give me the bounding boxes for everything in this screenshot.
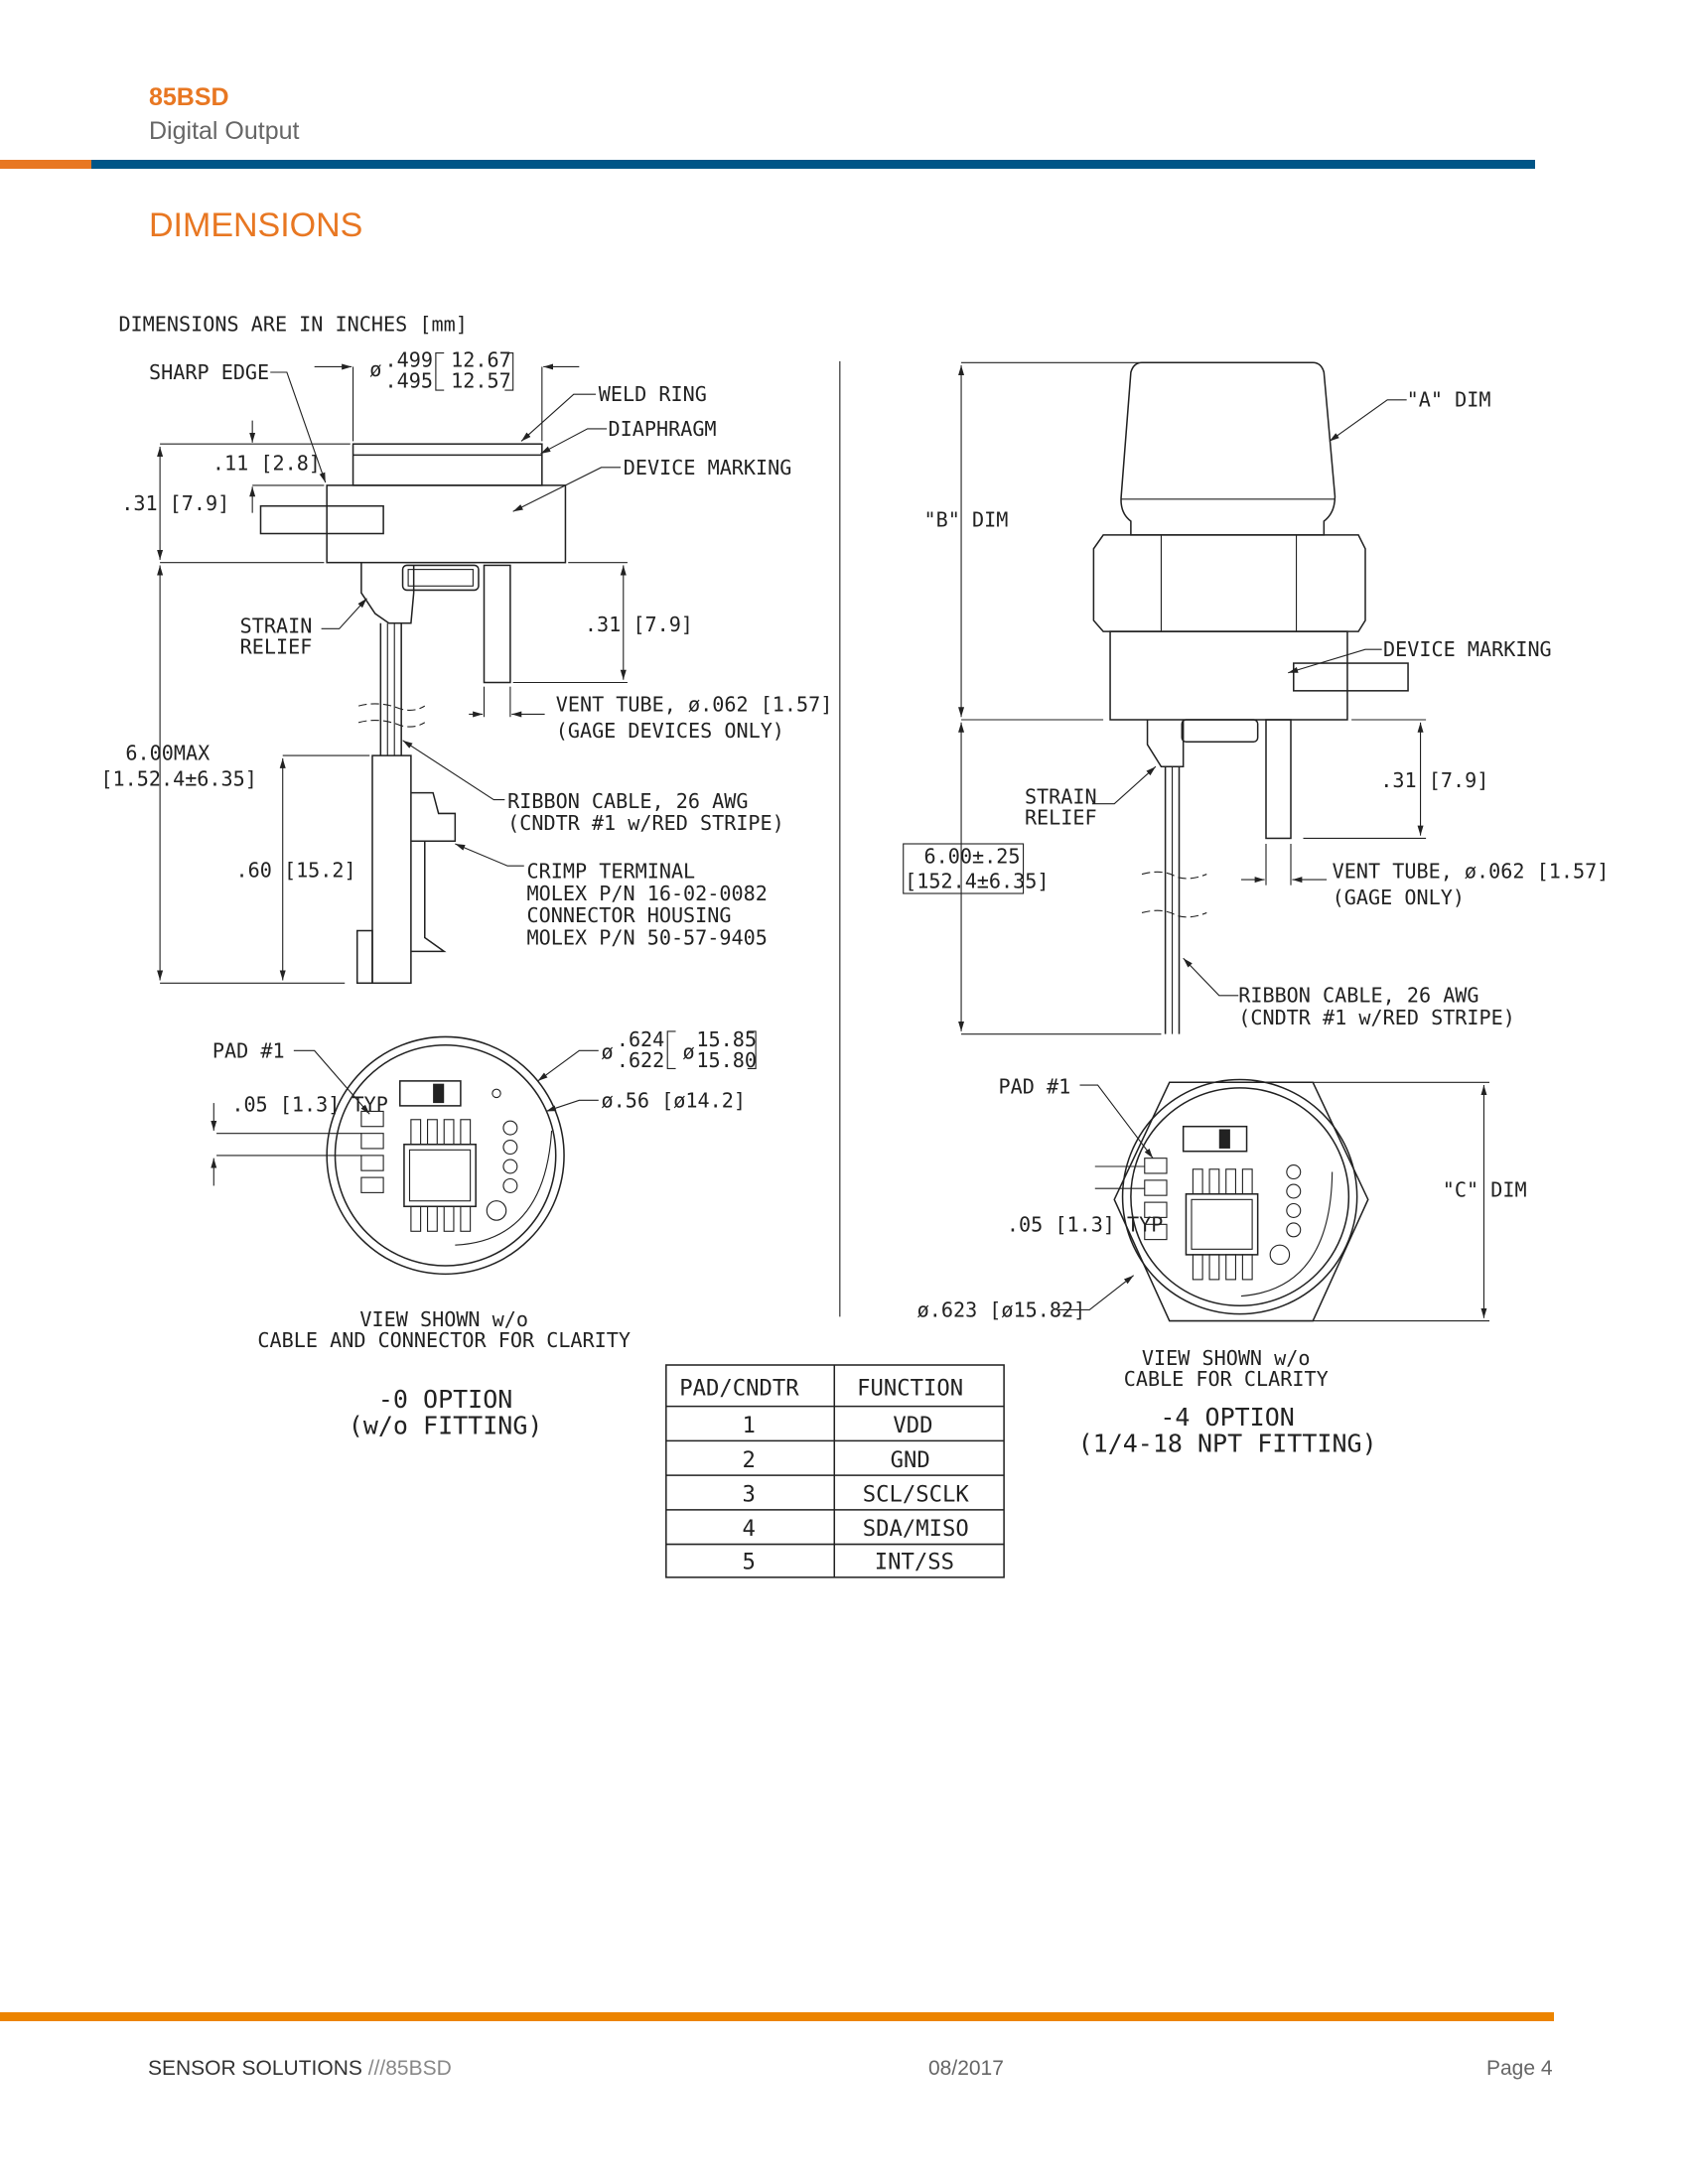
label-strain-relief-2: RELIEF [240, 634, 313, 658]
label-a-dim: "A" DIM [1407, 388, 1491, 412]
label-b-dim: "B" DIM [924, 508, 1009, 532]
dim-031-4: .31 [7.9] [1380, 768, 1488, 792]
dia-symbol: ø [369, 357, 381, 381]
dia-in-max: .499 [385, 347, 433, 371]
pad-number: 5 [742, 1550, 755, 1575]
table-header-function: FUNCTION [857, 1376, 963, 1402]
view-note-2: CABLE AND CONNECTOR FOR CLARITY [257, 1328, 631, 1352]
view-note-4: VIEW SHOWN w/o [1142, 1346, 1311, 1370]
footer-doc-ref: ///85BSD [367, 2057, 452, 2080]
option0-side-view [157, 363, 628, 985]
label-device-marking-4: DEVICE MARKING [1383, 637, 1552, 661]
option4-title: -4 OPTION [1160, 1403, 1294, 1432]
od-dia-symbol: ø [602, 1040, 614, 1064]
pad-function: VDD [893, 1413, 932, 1438]
pad-function: GND [891, 1447, 930, 1473]
table-row: 4 SDA/MISO [742, 1516, 968, 1542]
label-ribbon-4: RIBBON CABLE, 26 AWG [1238, 984, 1478, 1008]
label-c-dim: "C" DIM [1443, 1178, 1527, 1202]
dim-length-4-mm: [152.4±6.35] [905, 869, 1049, 892]
dia-mm-max: 12.67 [451, 347, 511, 371]
footer-date: 08/2017 [928, 2057, 1004, 2080]
od-mm-dia-symbol: ø [683, 1040, 695, 1064]
pad-number: 3 [742, 1482, 755, 1508]
label-ribbon-4b: (CNDTR #1 w/RED STRIPE) [1238, 1006, 1515, 1029]
od-in-min: .622 [617, 1048, 664, 1072]
dim-031-tube: .31 [7.9] [585, 613, 693, 636]
label-vent-tube-4b: (GAGE ONLY) [1333, 886, 1465, 909]
label-pad1-4: PAD #1 [999, 1074, 1071, 1098]
footer-bar [0, 2012, 1554, 2021]
pad-number: 2 [742, 1447, 755, 1473]
view-note-4b: CABLE FOR CLARITY [1124, 1367, 1329, 1391]
footer-company-name: SENSOR SOLUTIONS [148, 2057, 362, 2080]
label-diaphragm: DIAPHRAGM [609, 417, 717, 441]
dim-length-4: 6.00±.25 [924, 844, 1021, 868]
dim-pcb-dia: ø.56 [ø14.2] [602, 1088, 746, 1112]
label-crimp-4: MOLEX P/N 50-57-9405 [527, 925, 768, 949]
dim-011: .11 [2.8] [212, 452, 321, 476]
option0-subtitle: (w/o FITTING) [349, 1411, 543, 1439]
label-sharp-edge: SHARP EDGE [149, 360, 269, 384]
footer-company: SENSOR SOLUTIONS ///85BSD [148, 2057, 452, 2081]
label-vent-tube-4: VENT TUBE, ø.062 [1.57] [1333, 860, 1610, 884]
pad-number: 4 [742, 1516, 755, 1542]
pad-function: SCL/SCLK [863, 1482, 970, 1508]
table-row: 1 VDD [742, 1413, 932, 1438]
label-crimp-3: CONNECTOR HOUSING [527, 903, 732, 927]
option4-bottom-view [1057, 1078, 1489, 1322]
od-mm-min: 15.80 [696, 1048, 757, 1072]
label-ribbon-cable: RIBBON CABLE, 26 AWG [507, 789, 748, 813]
dim-od-4: ø.623 [ø15.82] [917, 1297, 1086, 1321]
units-note: DIMENSIONS ARE IN INCHES [mm] [118, 312, 467, 336]
option0-title: -0 OPTION [378, 1385, 512, 1414]
label-vent-tube: VENT TUBE, ø.062 [1.57] [556, 693, 833, 717]
product-model: 85BSD [149, 83, 229, 111]
product-subtitle: Digital Output [149, 117, 300, 145]
pad-function: SDA/MISO [863, 1516, 969, 1542]
dim-pad-pitch: .05 [1.3] TYP [231, 1092, 388, 1116]
header-bar-orange [0, 160, 91, 169]
dim-length: 6.00MAX [125, 741, 210, 764]
dia-mm-min: 12.57 [451, 368, 511, 392]
option4-side-view [903, 361, 1427, 1035]
label-device-marking: DEVICE MARKING [624, 456, 792, 479]
od-in-max: .624 [617, 1027, 664, 1051]
table-row: 2 GND [742, 1447, 929, 1473]
footer-page: Page 4 [1486, 2057, 1553, 2080]
label-pad1: PAD #1 [212, 1038, 285, 1062]
pad-number: 1 [742, 1413, 755, 1438]
od-mm-max: 15.85 [696, 1027, 757, 1051]
section-title: DIMENSIONS [149, 206, 363, 244]
label-strain-relief-4b: RELIEF [1025, 806, 1097, 830]
dim-031: .31 [7.9] [121, 491, 229, 515]
table-header-pad: PAD/CNDTR [679, 1376, 799, 1402]
label-crimp-2: MOLEX P/N 16-02-0082 [527, 882, 768, 905]
option4-subtitle: (1/4-18 NPT FITTING) [1078, 1430, 1377, 1458]
table-row: 3 SCL/SCLK [742, 1482, 969, 1508]
label-strain-relief: STRAIN [240, 614, 313, 638]
pad-function: INT/SS [875, 1550, 954, 1575]
dia-in-min: .495 [385, 368, 433, 392]
view-note: VIEW SHOWN w/o [359, 1307, 528, 1331]
table-row: 5 INT/SS [742, 1550, 953, 1575]
label-ribbon-cable-2: (CNDTR #1 w/RED STRIPE) [507, 811, 784, 835]
header-bar-blue [91, 160, 1535, 169]
dim-length-mm: [1.52.4±6.35] [100, 767, 257, 791]
dim-060: .60 [15.2] [236, 858, 356, 882]
option0-bottom-view [211, 1035, 599, 1276]
label-strain-relief-4: STRAIN [1025, 785, 1097, 809]
dim-pad-pitch-4: .05 [1.3] TYP [1007, 1212, 1164, 1236]
label-crimp: CRIMP TERMINAL [527, 860, 696, 884]
label-weld-ring: WELD RING [599, 382, 707, 406]
label-vent-tube-2: (GAGE DEVICES ONLY) [556, 719, 784, 743]
pin-table: PAD/CNDTR FUNCTION 1 VDD 2 GND 3 SCL/SCLK 4… [665, 1364, 1005, 1578]
